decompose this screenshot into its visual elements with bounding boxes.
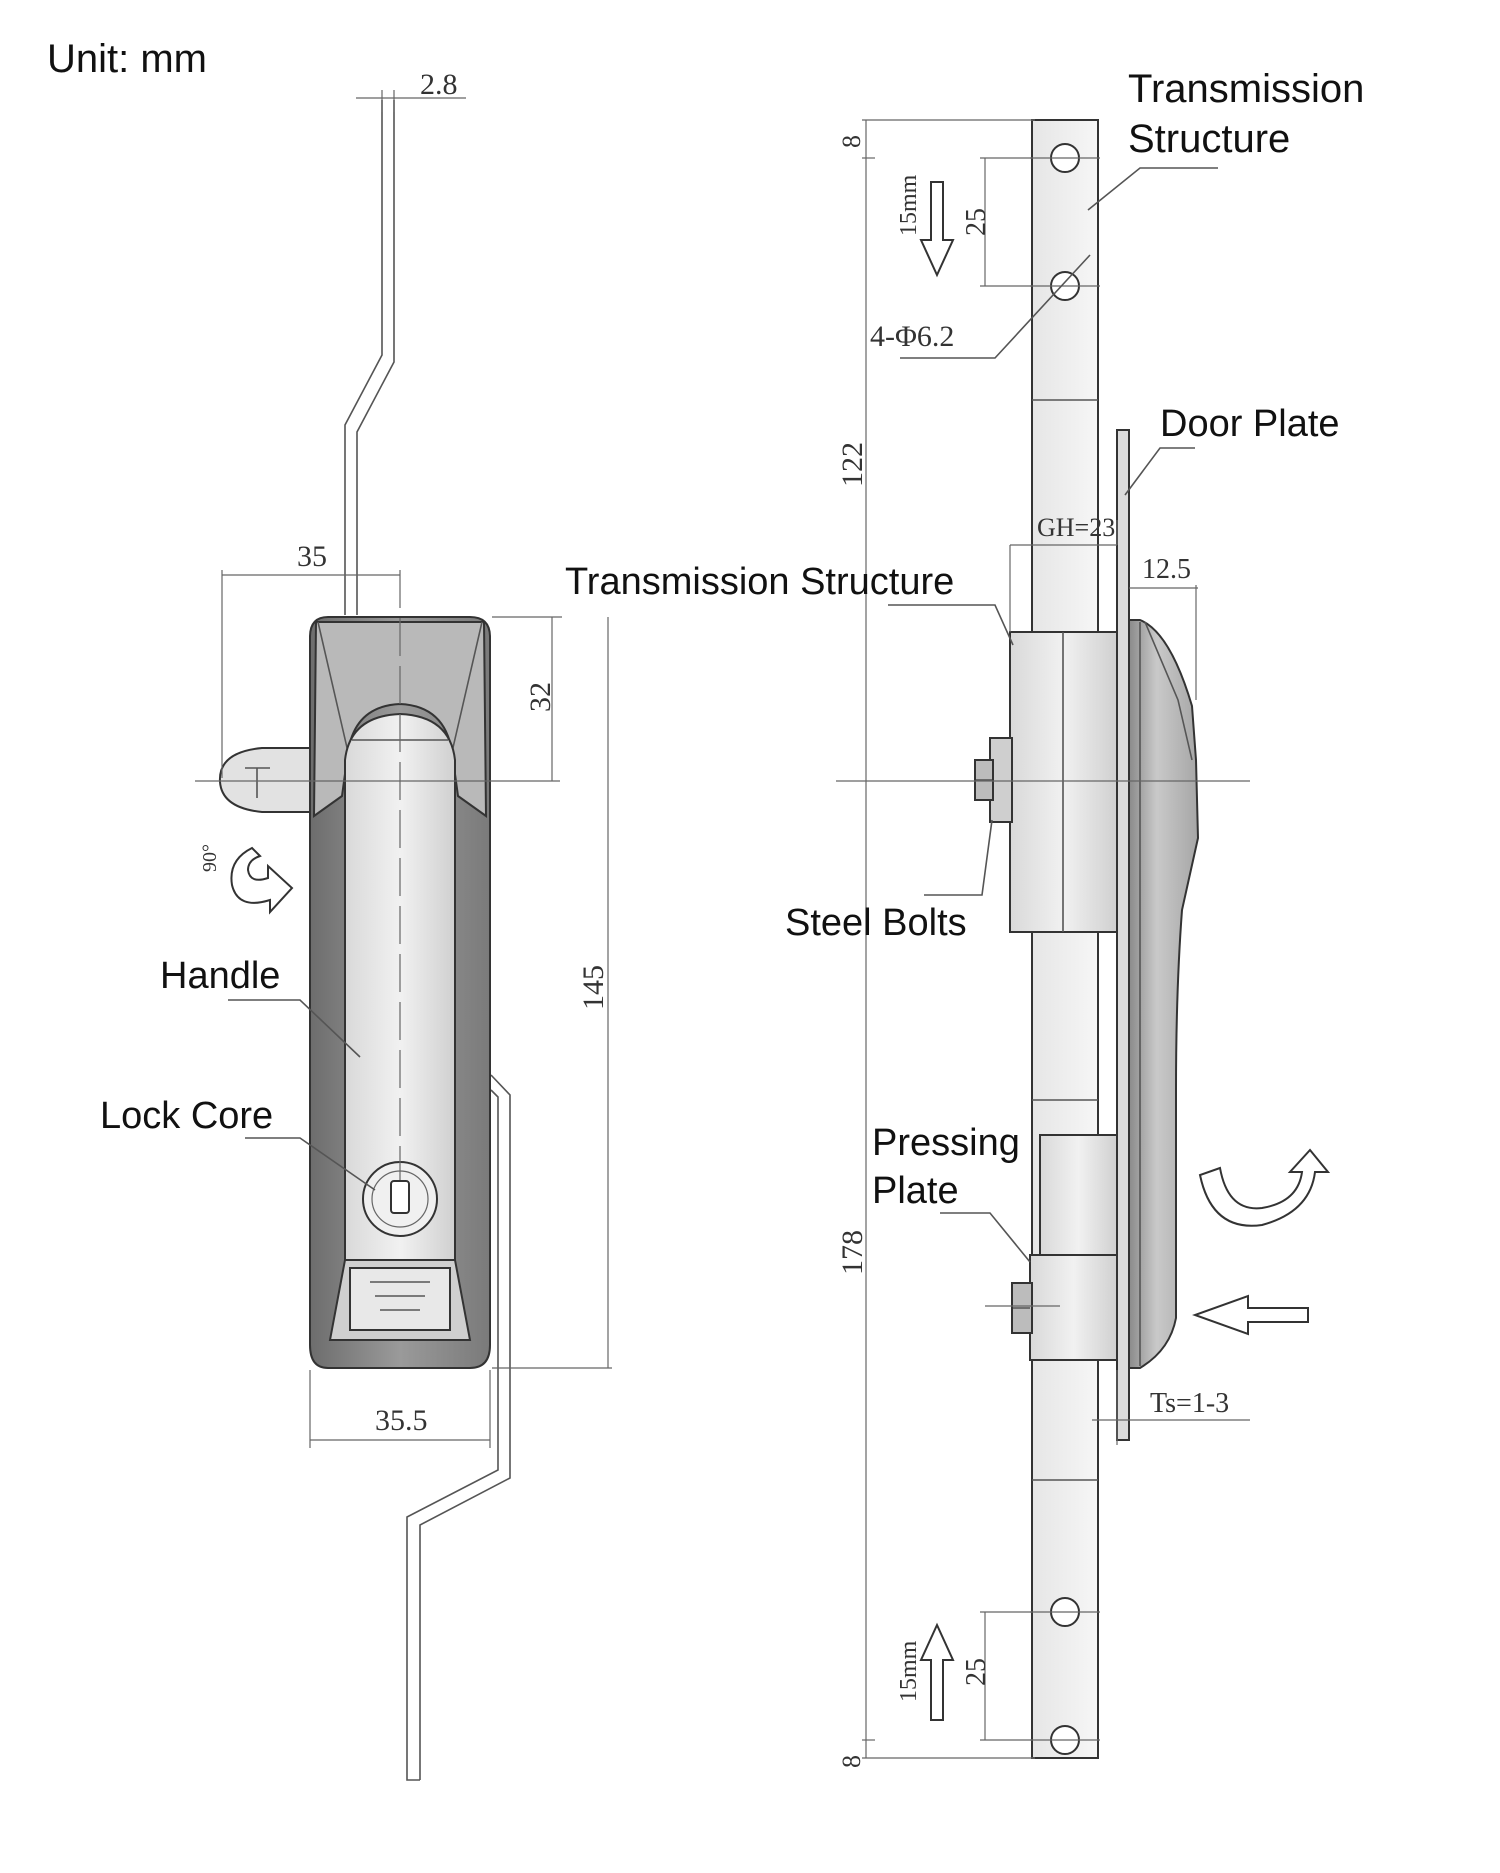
lock-core-label: Lock Core — [100, 1095, 273, 1137]
dim-top-8: 8 — [837, 135, 866, 148]
arrow-left-icon — [1192, 1294, 1309, 1336]
svg-text:90°: 90° — [199, 844, 221, 872]
pressing-plate-label: Pressing Plate — [872, 1122, 1030, 1212]
arrow-down-icon: 15mm — [896, 174, 955, 278]
transmission-structure-top-label: Transmission Structure — [1128, 67, 1375, 161]
pressing-bolt — [1011, 1282, 1033, 1334]
handle-profile — [1128, 619, 1200, 1369]
dim-178: 178 — [836, 1230, 869, 1275]
dim-ts: Ts=1-3 — [1150, 1388, 1229, 1419]
transmission-bar — [1031, 119, 1099, 1759]
dim-32: 32 — [524, 682, 557, 712]
dim-gh: GH=23 — [1037, 513, 1115, 542]
dim-holes: 4-Φ6.2 — [870, 320, 954, 353]
handle-label: Handle — [160, 955, 280, 997]
unit-label: Unit: mm — [47, 37, 207, 81]
rotation-arrow-icon — [1198, 1148, 1331, 1227]
transmission-structure-mid-label: Transmission Structure — [565, 561, 954, 603]
svg-text:15mm: 15mm — [896, 174, 922, 236]
svg-text:15mm: 15mm — [896, 1640, 922, 1702]
steel-bolt — [974, 737, 1013, 823]
dim-122: 122 — [836, 442, 869, 487]
dim-12-5: 12.5 — [1142, 554, 1191, 585]
bottom-rod — [419, 1074, 511, 1780]
side-view: 8 8 122 178 25 25 15mm 15mm 4-Φ6.2 GH=23 — [565, 67, 1375, 1768]
pressing-plate — [1039, 1134, 1118, 1261]
rod-thickness-dim: 2.8 — [420, 68, 458, 101]
dim-35: 35 — [297, 540, 327, 573]
steel-bolts-label: Steel Bolts — [785, 902, 967, 944]
dim-bottom-8: 8 — [837, 1755, 866, 1768]
dim-35-5: 35.5 — [375, 1404, 428, 1437]
front-view: 2.8 35 — [100, 68, 612, 1781]
door-plate — [1116, 429, 1130, 1441]
top-rod — [344, 100, 383, 615]
dim-145: 145 — [577, 965, 610, 1010]
door-plate-label: Door Plate — [1160, 403, 1340, 445]
dim-25-bottom: 25 — [961, 1658, 992, 1686]
arrow-up-icon: 15mm — [896, 1622, 955, 1721]
dim-25-top: 25 — [961, 208, 992, 236]
side-lever — [218, 747, 311, 813]
rotation-arrow-icon: 90° — [199, 844, 294, 915]
